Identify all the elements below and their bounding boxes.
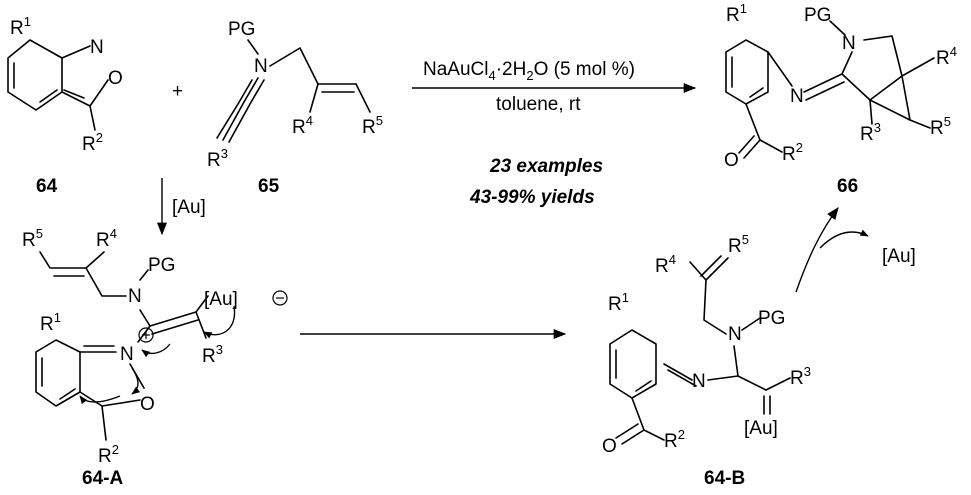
r3-label-64B: R3 — [790, 364, 811, 389]
r3-label-64A: R3 — [202, 342, 223, 367]
pg-label-64B: PG — [758, 308, 785, 329]
r5-label-65: R5 — [362, 113, 383, 138]
ring-n-66: N — [842, 33, 856, 54]
plus-sign: + — [172, 81, 183, 102]
r3-label-65: R3 — [207, 146, 228, 171]
o-atom-64: O — [108, 68, 123, 89]
au-release-label: [Au] — [882, 246, 916, 267]
cyclization-arrow — [795, 206, 839, 293]
imine-n-64B: N — [692, 371, 706, 392]
r4-label-64A: R4 — [96, 226, 117, 251]
r3-label-66: R3 — [860, 120, 881, 145]
compound-label-64: 64 — [36, 176, 58, 197]
pg-label-65: PG — [228, 19, 255, 40]
r2-label-64B: R2 — [664, 427, 685, 452]
au-carbene-label: [Au] — [744, 418, 778, 439]
r1-label-64B: R1 — [608, 290, 629, 315]
carbonyl-o-66: O — [724, 150, 739, 171]
r1-label-66: R1 — [726, 1, 747, 26]
r5-label-64A: R5 — [22, 226, 43, 251]
compound-label-65: 65 — [258, 176, 280, 197]
n-atom-64A: N — [128, 286, 142, 307]
r4-label-65: R4 — [292, 113, 313, 138]
r1-label-64A: R1 — [40, 310, 61, 335]
compound-64: N O R1 R2 64 — [7, 14, 123, 197]
pg-label-64A: PG — [148, 255, 175, 276]
imine-n-66: N — [790, 86, 804, 107]
r4-label-66: R4 — [936, 44, 957, 69]
catalyst-text: NaAuCl4·2H2O (5 mol %) — [423, 59, 635, 83]
r4-label-64B: R4 — [655, 252, 676, 277]
examples-count: 23 examples — [489, 156, 603, 177]
solvent-text: toluene, rt — [496, 94, 581, 115]
r5-label-66: R5 — [930, 114, 951, 139]
yield-range: 43-99% yields — [469, 187, 595, 208]
pg-label-66: PG — [804, 5, 831, 26]
au-step-label: [Au] — [172, 197, 206, 218]
iminium-n-64A: N — [120, 344, 134, 365]
compound-label-64B: 64-B — [704, 468, 745, 489]
au-anion-label: [Au] — [204, 289, 238, 310]
o-atom-64A: O — [140, 394, 155, 415]
r5-label-64B: R5 — [728, 232, 749, 257]
compound-65: PG N R3 R4 R5 65 — [207, 19, 383, 197]
compound-label-64A: 64-A — [82, 468, 123, 489]
r2-label-64: R2 — [82, 130, 103, 155]
compound-label-66: 66 — [837, 176, 858, 197]
intermediate-64A: R5 R4 N PG [Au] R3 N O R2 R1 — [22, 226, 288, 489]
n-atom-64B: N — [728, 324, 742, 345]
r1-label-64: R1 — [10, 14, 31, 39]
carbonyl-o-64B: O — [602, 436, 617, 457]
compound-66: R1 N N PG R4 R3 R5 O R2 66 — [724, 1, 957, 197]
r2-label-64A: R2 — [98, 442, 119, 467]
intermediate-64B: R5 R4 N PG R3 [Au] N R1 O R2 64-B — [602, 232, 811, 489]
r2-label-66: R2 — [782, 140, 803, 165]
au-release-arrow — [819, 229, 869, 249]
n-atom-64: N — [90, 37, 104, 58]
n-atom-65: N — [254, 56, 268, 77]
